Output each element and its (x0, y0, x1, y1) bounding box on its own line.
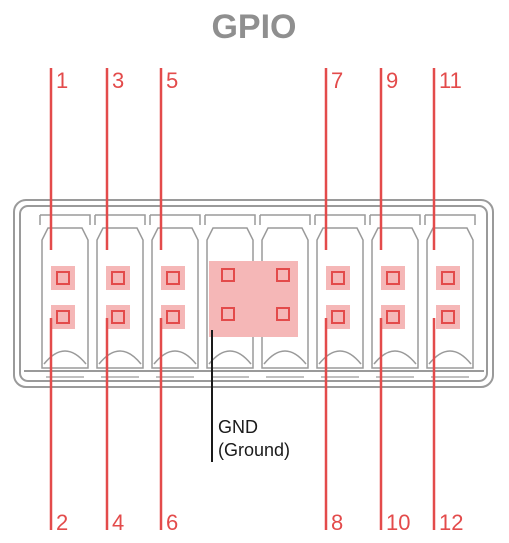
ground-pin-contact (276, 268, 290, 282)
pin-contact (111, 310, 125, 324)
pin-contact (331, 310, 345, 324)
slot-body (426, 227, 474, 369)
pin-pad (106, 305, 130, 329)
pin-contact (56, 271, 70, 285)
slot-arc (373, 350, 417, 365)
slot-body (261, 227, 309, 369)
pin-slots (39, 214, 476, 378)
slot-top-notch (39, 214, 91, 225)
slot-arc (263, 350, 307, 365)
pin-label-7: 7 (331, 68, 343, 93)
pin-pad (161, 305, 185, 329)
pin-pad (326, 305, 350, 329)
slot-body (371, 227, 419, 369)
pin-label-11: 11 (439, 68, 462, 93)
pin-contact (166, 310, 180, 324)
pin-pad (436, 266, 460, 290)
pin-contact (111, 271, 125, 285)
ground-pin-squares (221, 268, 290, 321)
slot-arc (43, 350, 87, 365)
slot-top-notch (94, 214, 146, 225)
slot-body (41, 227, 89, 369)
pin-contact (56, 310, 70, 324)
pin-label-10: 10 (386, 510, 410, 535)
slot-arc (428, 350, 472, 365)
pin-pad (161, 266, 185, 290)
signal-pin-squares (51, 266, 460, 329)
slot-body (206, 227, 254, 369)
pin-label-6: 6 (166, 510, 178, 535)
gnd-label: GND (218, 417, 258, 437)
slot-arc (153, 350, 197, 365)
pin-label-3: 3 (112, 68, 124, 93)
pin-pad (381, 305, 405, 329)
slot-top-notch (204, 214, 256, 225)
pin-contact (386, 310, 400, 324)
pin-pad (436, 305, 460, 329)
pin-leader-lines (49, 68, 436, 530)
slot-body (316, 227, 364, 369)
slot-top-notch (149, 214, 201, 225)
slot-top-notch (369, 214, 421, 225)
pin-label-9: 9 (386, 68, 398, 93)
pin-label-5: 5 (166, 68, 178, 93)
pin-label-1: 1 (56, 68, 68, 93)
connector-housing (13, 199, 494, 388)
slot-top-notch (424, 214, 476, 225)
ground-pins-highlight (209, 261, 298, 337)
pin-contact (441, 310, 455, 324)
pin-pad (326, 266, 350, 290)
pin-pad (106, 266, 130, 290)
ground-pin-contact (221, 307, 235, 321)
pin-label-12: 12 (439, 510, 463, 535)
slot-arc (98, 350, 142, 365)
slot-body (151, 227, 199, 369)
diagram-title: GPIO (211, 8, 296, 46)
pin-label-8: 8 (331, 510, 343, 535)
pin-contact (331, 271, 345, 285)
gnd-label-sub: (Ground) (218, 440, 290, 460)
pin-pad (381, 266, 405, 290)
slot-body (96, 227, 144, 369)
slot-top-notch (259, 214, 311, 225)
slot-top-notch (314, 214, 366, 225)
pin-label-4: 4 (112, 510, 124, 535)
pin-pad (51, 266, 75, 290)
slot-arc (208, 350, 252, 365)
slot-arc (318, 350, 362, 365)
pin-pad (51, 305, 75, 329)
ground-pin-contact (276, 307, 290, 321)
pin-contact (386, 271, 400, 285)
pin-contact (166, 271, 180, 285)
pin-contact (441, 271, 455, 285)
ground-pin-contact (221, 268, 235, 282)
pin-label-2: 2 (56, 510, 68, 535)
